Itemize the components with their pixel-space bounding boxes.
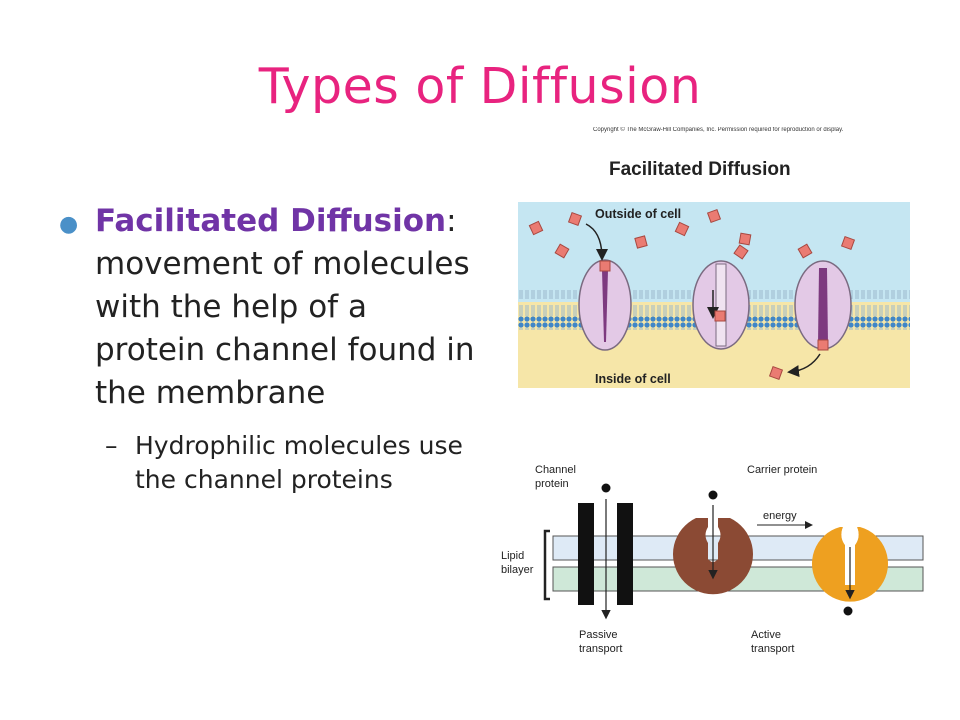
exit-arrow bbox=[787, 353, 821, 378]
sub-bullet-item: – Hydrophilic molecules use the channel … bbox=[55, 429, 475, 497]
lipid-bracket bbox=[543, 529, 550, 601]
label-lipid-bilayer: Lipid bilayer bbox=[501, 550, 534, 576]
molecule bbox=[706, 208, 722, 224]
sub-bullet-text: Hydrophilic molecules use the channel pr… bbox=[135, 431, 463, 494]
molecules bbox=[528, 208, 856, 381]
slide-title: Types of Diffusion bbox=[258, 58, 702, 115]
channel-protein-1 bbox=[578, 259, 632, 351]
carrier-protein-open bbox=[673, 518, 753, 595]
label-energy: energy bbox=[763, 510, 797, 522]
molecule bbox=[567, 211, 583, 227]
transport-protein-diagram: energy Channel protein Carrier protein L… bbox=[501, 464, 924, 655]
carrier-protein-shifted bbox=[812, 527, 888, 602]
sub-bullet-dash: – bbox=[105, 431, 118, 460]
molecule bbox=[840, 235, 856, 251]
channel-protein-2 bbox=[692, 260, 750, 350]
figure-title: Facilitated Diffusion bbox=[609, 159, 791, 180]
molecule bbox=[674, 221, 690, 237]
molecule bbox=[733, 244, 749, 260]
entry-arrow bbox=[585, 223, 608, 261]
label-carrier-protein: Carrier protein bbox=[747, 464, 817, 476]
bullet-definition: movement of molecules with the help of a… bbox=[95, 246, 475, 411]
molecule bbox=[528, 220, 544, 236]
channel-wall-left bbox=[578, 503, 594, 605]
label-inside: Inside of cell bbox=[595, 372, 671, 386]
bullet-colon: : bbox=[446, 203, 457, 239]
bullet-term: Facilitated Diffusion bbox=[95, 203, 447, 239]
bullet-item: ● Facilitated Diffusion: movement of mol… bbox=[55, 200, 475, 415]
carrier-molecule-bottom bbox=[843, 606, 853, 616]
molecule bbox=[634, 235, 648, 249]
slide-body: ● Facilitated Diffusion: movement of mol… bbox=[55, 200, 475, 497]
molecule bbox=[714, 310, 726, 322]
label-outside: Outside of cell bbox=[595, 207, 681, 221]
molecule bbox=[817, 339, 829, 351]
channel-wall-right bbox=[617, 503, 633, 605]
molecule bbox=[599, 260, 611, 272]
label-active-transport: Active transport bbox=[751, 629, 794, 655]
molecule bbox=[768, 365, 784, 381]
molecule bbox=[738, 232, 752, 246]
bullet-dot-icon: ● bbox=[59, 212, 79, 237]
label-passive-transport: Passive transport bbox=[579, 629, 622, 655]
channel-molecule bbox=[601, 483, 611, 493]
figure-copyright: Copyright © The McGraw-Hill Companies, I… bbox=[593, 127, 844, 133]
facilitated-diffusion-diagram: Outside of cell Inside of cell bbox=[518, 202, 910, 388]
molecule bbox=[554, 243, 570, 259]
molecule bbox=[797, 243, 813, 259]
channel-protein-3 bbox=[794, 260, 852, 350]
label-channel-protein: Channel protein bbox=[535, 464, 579, 490]
carrier-molecule-top bbox=[708, 490, 718, 500]
